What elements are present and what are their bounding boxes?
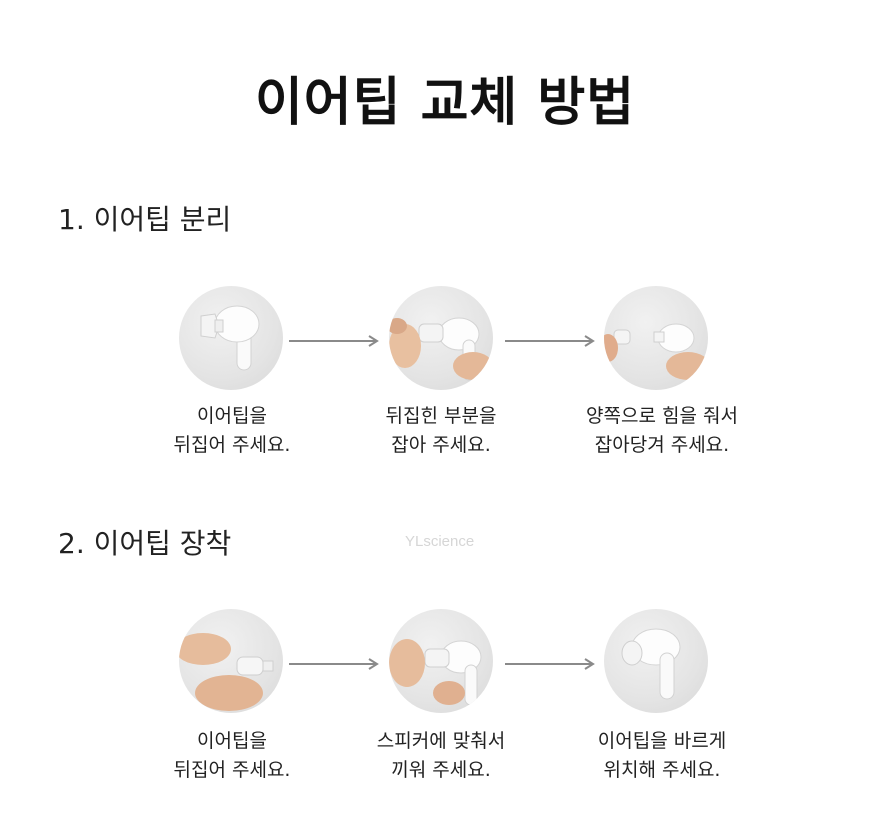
caption-line: 이어팁을 바르게 bbox=[597, 730, 727, 752]
caption-line: 스피커에 맞춰서 bbox=[376, 730, 506, 752]
caption-line: 잡아 주세요. bbox=[391, 434, 491, 456]
step-caption: 스피커에 맞춰서 끼워 주세요. bbox=[331, 727, 551, 785]
caption-line: 뒤집어 주세요. bbox=[173, 434, 291, 456]
caption-line: 이어팁을 bbox=[197, 730, 267, 752]
watermark: YLscience bbox=[405, 533, 475, 550]
arrow-right-icon bbox=[505, 335, 595, 347]
step-caption: 이어팁을 뒤집어 주세요. bbox=[122, 727, 342, 785]
arrow-right-icon bbox=[505, 658, 595, 670]
step-caption: 양쪽으로 힘을 줘서 잡아당겨 주세요. bbox=[552, 402, 772, 460]
step-caption: 이어팁을 바르게 위치해 주세요. bbox=[552, 727, 772, 785]
caption-line: 위치해 주세요. bbox=[603, 759, 721, 781]
section-heading-attach: 2. 이어팁 장착 bbox=[58, 527, 232, 560]
step-caption: 이어팁을 뒤집어 주세요. bbox=[122, 402, 342, 460]
arrow-right-icon bbox=[289, 658, 379, 670]
caption-line: 이어팁을 bbox=[197, 405, 267, 427]
section-heading-remove: 1. 이어팁 분리 bbox=[58, 203, 232, 236]
step-caption: 뒤집힌 부분을 잡아 주세요. bbox=[331, 402, 551, 460]
caption-line: 끼워 주세요. bbox=[391, 759, 491, 781]
step-image-fit-speaker bbox=[389, 609, 493, 713]
caption-line: 뒤집힌 부분을 bbox=[385, 405, 497, 427]
caption-line: 뒤집어 주세요. bbox=[173, 759, 291, 781]
caption-line: 잡아당겨 주세요. bbox=[594, 434, 730, 456]
page-title: 이어팁 교체 방법 bbox=[254, 73, 636, 133]
step-image-hold-eartip bbox=[389, 286, 493, 390]
step-image-invert-eartip bbox=[179, 609, 283, 713]
step-image-invert-eartip bbox=[179, 286, 283, 390]
arrow-right-icon bbox=[289, 335, 379, 347]
step-image-eartip-positioned bbox=[604, 609, 708, 713]
caption-line: 양쪽으로 힘을 줘서 bbox=[586, 405, 738, 427]
step-image-pull-eartip bbox=[604, 286, 708, 390]
